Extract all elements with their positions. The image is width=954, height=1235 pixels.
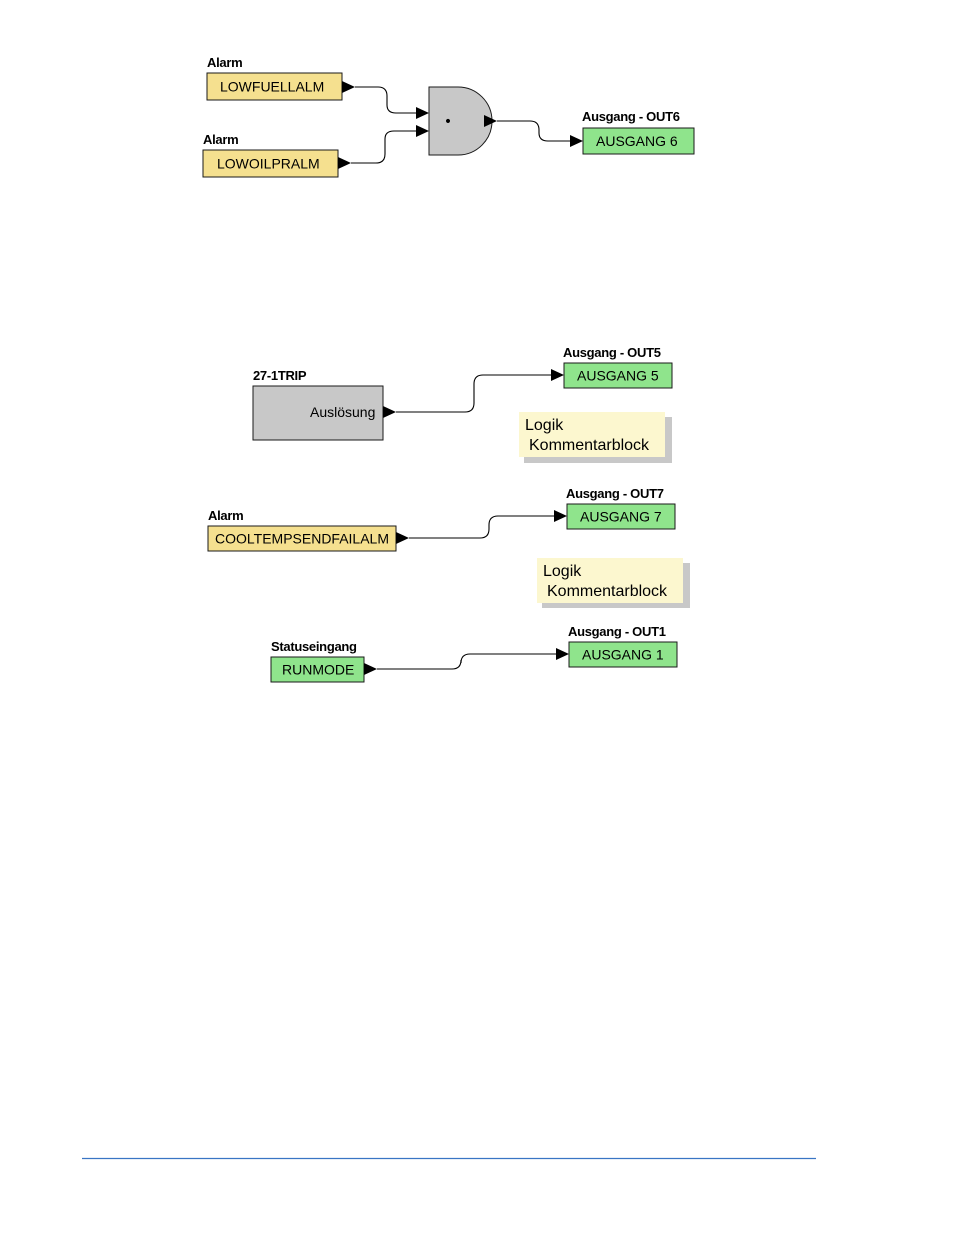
input-pin-arrow: [416, 125, 429, 137]
output5-header: Ausgang - OUT5: [563, 345, 661, 360]
input-pin-arrow: [556, 648, 569, 660]
input-pin-arrow: [570, 135, 583, 147]
status-input-runmode-label: RUNMODE: [282, 662, 354, 678]
and-gate-symbol: •: [444, 114, 452, 130]
runmode-logic-group: Ausgang - OUT1 AUSGANG 1 Statuseingang R…: [270, 624, 678, 683]
output-block-ausgang5-label: AUSGANG 5: [577, 368, 659, 384]
comment-block-1-line1: Logik: [525, 417, 564, 434]
input-pin-arrow: [416, 107, 429, 119]
alarm-block-cooltemp-label: COOLTEMPSENDFAILALM: [215, 531, 389, 547]
alarm-block-lowfuel-label: LOWFUELLALM: [220, 79, 324, 95]
alarm-block-lowoil[interactable]: [202, 149, 339, 178]
wire-gate-to-out6: [497, 120, 570, 142]
alarm-block-lowoil-label: LOWOILPRALM: [217, 156, 320, 172]
output-block-ausgang6-label: AUSGANG 6: [596, 133, 678, 149]
output-block-ausgang5[interactable]: [563, 362, 673, 389]
input1-header: Alarm: [207, 55, 242, 70]
output-pin-arrow: [364, 663, 377, 675]
output1-header: Ausgang - OUT1: [568, 624, 666, 639]
output-pin-arrow: [338, 157, 351, 169]
wire-cooltemp-to-out7: [409, 515, 554, 539]
comment-block-2[interactable]: [537, 558, 683, 603]
output6-header: Ausgang - OUT6: [582, 109, 680, 124]
input2-header: Alarm: [203, 132, 238, 147]
cooltemp-logic-group: Ausgang - OUT7 AUSGANG 7 Alarm COOLTEMPS…: [207, 486, 690, 608]
and-gate[interactable]: [428, 86, 493, 156]
output-block-ausgang1[interactable]: [568, 641, 678, 668]
input-pin-arrow: [551, 369, 564, 381]
output-pin-arrow: [342, 81, 355, 93]
wire-runmode-to-out1: [377, 653, 556, 670]
output-pin-arrow: [396, 532, 409, 544]
comment-block-2-line1: Logik: [543, 563, 582, 580]
input-pin-arrow: [554, 510, 567, 522]
wire-lowfuel-to-gate: [355, 86, 416, 114]
wire-trip-to-out5: [396, 374, 551, 413]
output-block-ausgang7[interactable]: [566, 503, 676, 530]
function-block-trip-label: Auslösung: [310, 404, 375, 420]
and-logic-group: Alarm LOWFUELLALM Alarm LOWOILPRALM • Au…: [202, 55, 695, 178]
cooltemp-header: Alarm: [208, 508, 243, 523]
comment-block-1[interactable]: [519, 412, 665, 457]
output-block-ausgang1-label: AUSGANG 1: [582, 647, 664, 663]
status-input-runmode[interactable]: [270, 656, 365, 683]
trip-header: 27-1TRIP: [253, 368, 307, 383]
alarm-block-lowfuel[interactable]: [206, 72, 343, 101]
comment-block-1-line2: Kommentarblock: [529, 437, 650, 454]
runmode-header: Statuseingang: [271, 639, 357, 654]
output-block-ausgang6[interactable]: [582, 127, 695, 155]
output-pin-arrow: [484, 115, 497, 127]
output-pin-arrow: [383, 406, 396, 418]
output7-header: Ausgang - OUT7: [566, 486, 664, 501]
wire-lowoil-to-gate: [351, 130, 416, 164]
comment-block-2-line2: Kommentarblock: [547, 583, 668, 600]
trip-logic-group: Ausgang - OUT5 AUSGANG 5 27-1TRIP Auslös…: [252, 345, 673, 463]
output-block-ausgang7-label: AUSGANG 7: [580, 509, 662, 525]
